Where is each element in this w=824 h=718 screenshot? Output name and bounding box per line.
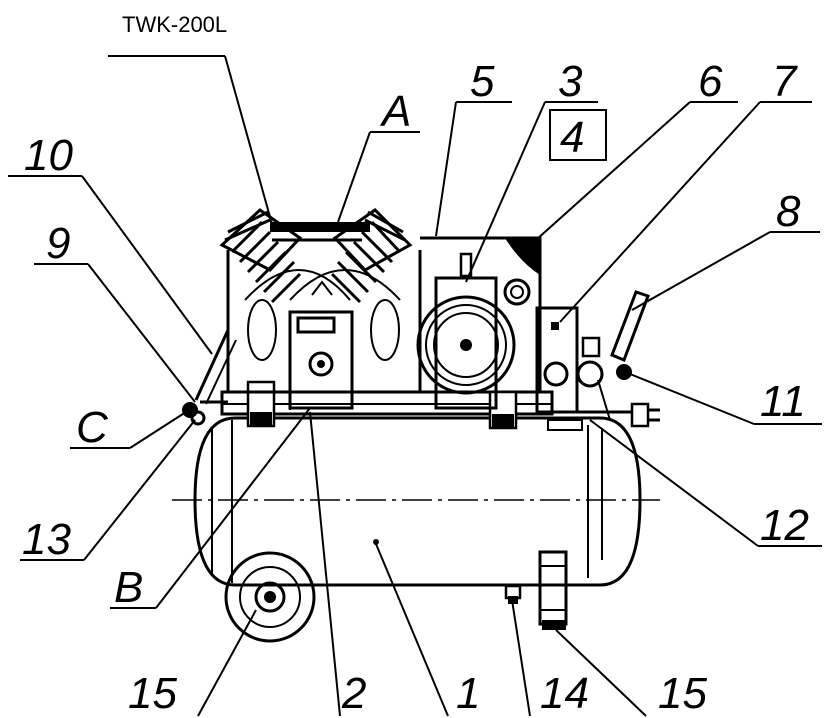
callout-C: C [76, 403, 109, 452]
callout-2: 2 [341, 669, 366, 718]
callout-4: 4 [560, 113, 584, 162]
callout-11: 11 [760, 377, 806, 426]
callout-12: 12 [760, 501, 809, 550]
callout-5: 5 [470, 57, 495, 106]
callout-3: 3 [558, 57, 583, 106]
callout-10: 10 [24, 131, 73, 180]
callout-15-right: 15 [658, 669, 707, 718]
support-foot [538, 550, 568, 630]
callout-6: 6 [698, 57, 723, 106]
leader-lines [8, 55, 822, 717]
callout-14: 14 [540, 669, 589, 718]
wheel [224, 551, 316, 643]
pressure-switch-assembly [535, 290, 660, 431]
compressor-pump [219, 208, 422, 410]
diagram-title: TWK-200L [122, 12, 228, 37]
discharge-pipe [182, 329, 237, 426]
callout-15-left: 15 [128, 669, 177, 718]
callout-9: 9 [46, 219, 70, 268]
base-plate [220, 380, 554, 430]
callout-1: 1 [456, 669, 480, 718]
callout-8: 8 [776, 187, 801, 236]
callout-7: 7 [772, 57, 798, 106]
air-tank [172, 416, 660, 587]
callout-A: A [379, 87, 411, 136]
callout-13: 13 [22, 515, 71, 564]
electric-motor [416, 236, 542, 410]
callout-B: B [114, 563, 143, 612]
